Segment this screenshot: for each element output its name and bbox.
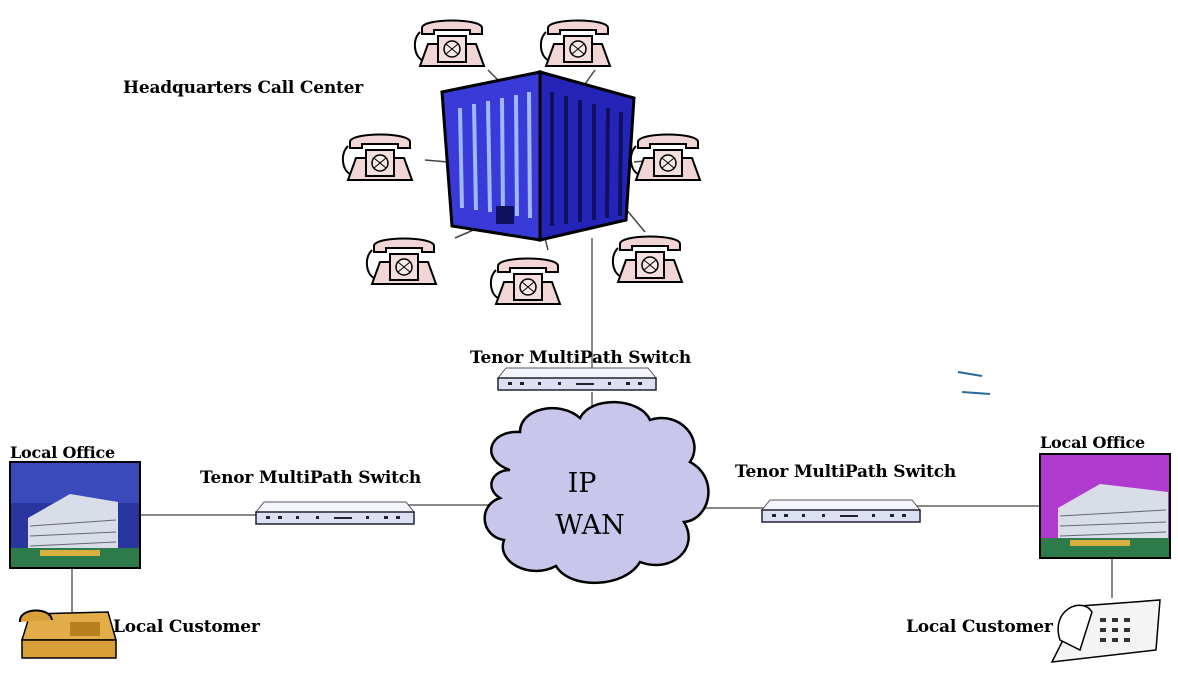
office-photo-icon: [9, 461, 141, 569]
office-phone-icon: [413, 19, 485, 67]
cloud-label-line1: IP: [568, 468, 597, 499]
switch-icon: [497, 367, 657, 391]
cloud-label-line2: WAN: [555, 510, 625, 541]
customer-label-right: Local Customer: [906, 617, 1053, 637]
office-phone-icon: [629, 133, 701, 181]
switch-icon: [255, 501, 415, 525]
customer-label-left: Local Customer: [113, 617, 260, 637]
office-phone-icon: [539, 19, 611, 67]
office-photo-icon: [1039, 453, 1171, 559]
office-phone-icon: [489, 257, 561, 305]
hq-title: Headquarters Call Center: [123, 78, 364, 98]
office-label-left: Local Office: [10, 443, 115, 462]
telephone-icon: [1050, 599, 1161, 663]
building-icon: [440, 70, 636, 242]
switch-label-right: Tenor MultiPath Switch: [735, 462, 957, 482]
office-phone-icon: [611, 235, 683, 283]
office-phone-icon: [365, 237, 437, 285]
switch-label-left: Tenor MultiPath Switch: [200, 468, 422, 488]
fax-icon: [19, 609, 117, 659]
switch-icon: [761, 499, 921, 523]
cloud-icon: [483, 400, 710, 585]
office-label-right: Local Office: [1040, 433, 1145, 452]
office-phone-icon: [341, 133, 413, 181]
switch-label-hq: Tenor MultiPath Switch: [470, 348, 692, 368]
